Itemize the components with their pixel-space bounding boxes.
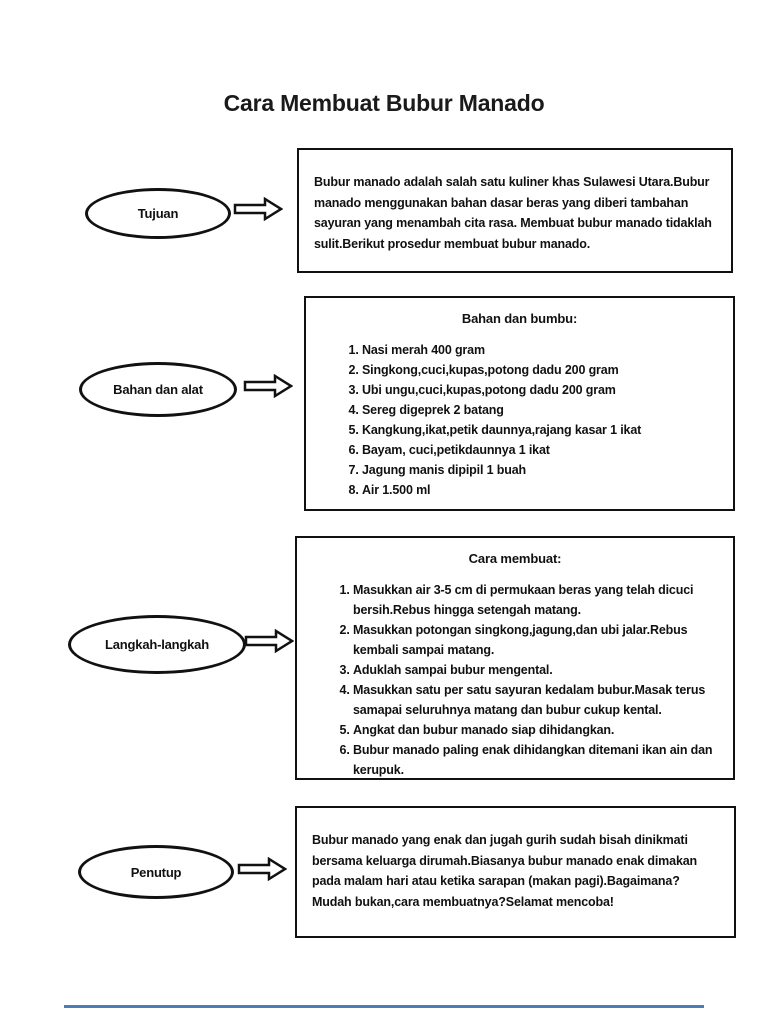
shape-bahan-label: Bahan dan alat [113, 382, 203, 397]
list-item: Sereg digeprek 2 batang [362, 400, 719, 420]
cara-heading: Cara membuat: [468, 551, 562, 566]
block-arrow-icon [237, 857, 287, 881]
bahan-list: Nasi merah 400 gramSingkong,cuci,kupas,p… [306, 326, 733, 500]
list-item: Jagung manis dipipil 1 buah [362, 460, 719, 480]
list-item: Masukkan potongan singkong,jagung,dan ub… [353, 620, 719, 660]
shape-penutup-label: Penutup [130, 864, 182, 880]
list-item: Masukkan air 3-5 cm di permukaan beras y… [353, 580, 719, 620]
textbox-cara-membuat: Cara membuat: Masukkan air 3-5 cm di per… [295, 536, 735, 780]
list-item: Singkong,cuci,kupas,potong dadu 200 gram [362, 360, 719, 380]
textbox-penutup: Bubur manado yang enak dan jugah gurih s… [295, 806, 736, 938]
shape-tujuan: Tujuan [85, 188, 231, 239]
penutup-text: Bubur manado yang enak dan jugah gurih s… [312, 833, 698, 909]
shape-bahan-dan-alat: Bahan dan alat [79, 362, 237, 417]
list-item: Aduklah sampai bubur mengental. [353, 660, 719, 680]
shape-penutup: Penutup [78, 845, 234, 899]
list-item: Air 1.500 ml [362, 480, 719, 500]
list-item: Angkat dan bubur manado siap dihidangkan… [353, 720, 719, 740]
tujuan-text: Bubur manado adalah salah satu kuliner k… [314, 175, 712, 251]
shape-tujuan-label: Tujuan [137, 206, 179, 221]
textbox-tujuan: Bubur manado adalah salah satu kuliner k… [297, 148, 733, 273]
shape-langkah-langkah: Langkah-langkah [68, 615, 246, 674]
block-arrow-icon [233, 197, 283, 221]
bottom-accent-line [64, 1005, 704, 1008]
bahan-heading: Bahan dan bumbu: [461, 311, 578, 326]
list-item: Bayam, cuci,petikdaunnya 1 ikat [362, 440, 719, 460]
list-item: Bubur manado paling enak dihidangkan dit… [353, 740, 719, 780]
textbox-bahan-dan-bumbu: Bahan dan bumbu: Nasi merah 400 gramSing… [304, 296, 735, 511]
cara-list: Masukkan air 3-5 cm di permukaan beras y… [297, 566, 733, 780]
list-item: Kangkung,ikat,petik daunnya,rajang kasar… [362, 420, 719, 440]
shape-langkah-label: Langkah-langkah [105, 637, 209, 652]
block-arrow-icon [243, 374, 293, 398]
list-item: Nasi merah 400 gram [362, 340, 719, 360]
block-arrow-icon [244, 629, 294, 653]
list-item: Masukkan satu per satu sayuran kedalam b… [353, 680, 719, 720]
page-title: Cara Membuat Bubur Manado [223, 90, 545, 116]
list-item: Ubi ungu,cuci,kupas,potong dadu 200 gram [362, 380, 719, 400]
